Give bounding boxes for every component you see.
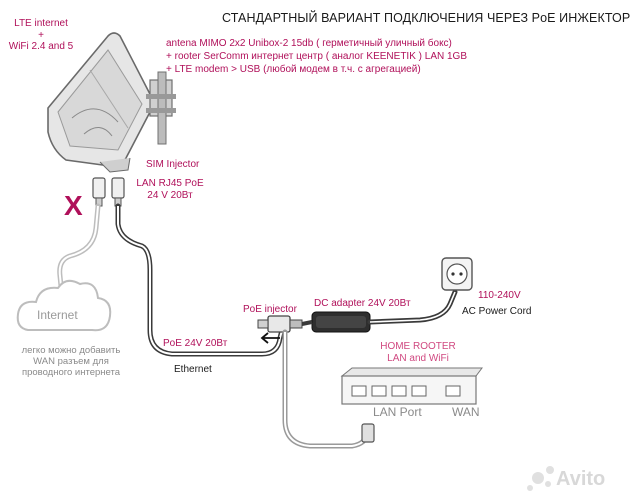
lte-wifi-label: LTE internet + WiFi 2.4 and 5 — [6, 18, 76, 53]
poe-cable-label: PoE 24V 20Вт — [163, 338, 228, 349]
antenna-spec-line-2: + rooter SerComm интернет центр ( аналог… — [166, 51, 468, 62]
antenna-spec-line-1: antena MIMO 2x2 Unibox-2 15db ( герметич… — [166, 38, 452, 49]
lan-rj45-label: LAN RJ45 PoE — [136, 178, 204, 189]
poe-injector-device — [257, 315, 303, 333]
antenna-unit — [47, 32, 155, 173]
lte-label: LTE internet — [14, 18, 68, 29]
dc-adapter-label: DC adapter 24V 20Вт — [314, 298, 411, 309]
ethernet-plug — [361, 423, 375, 443]
poe-cable — [115, 203, 285, 357]
wall-socket — [441, 257, 473, 291]
home-router-label: HOME ROOTER LAN and WiFi — [368, 341, 468, 364]
wan-note-line-3: проводного интернета — [21, 366, 121, 378]
ethernet-label: Ethernet — [174, 364, 212, 375]
wan-note: легко можно добавить WAN разъем для пров… — [6, 345, 136, 379]
wan-note-line-2: WAN разъем для — [33, 355, 109, 367]
ac-cord-label: AC Power Cord — [462, 306, 532, 317]
blocked-x-mark: X — [64, 190, 83, 221]
internet-cloud — [16, 279, 112, 332]
sim-injector-label: SIM Injector — [146, 159, 200, 170]
dc-cable — [301, 320, 313, 326]
home-router-subtitle: LAN and WiFi — [387, 352, 449, 364]
poe-injector-label: PoE injector — [243, 304, 297, 315]
wifi-label: WiFi 2.4 and 5 — [8, 41, 74, 52]
antenna-spec-line-3: + LTE modem > USB (любой модем в т.ч. с … — [166, 64, 421, 75]
wan-note-line-1: легко можно добавить — [21, 345, 121, 356]
direction-arrow — [260, 332, 280, 344]
home-router-title: HOME ROOTER — [380, 341, 456, 352]
voltage-label: 110-240V — [478, 290, 521, 301]
antenna-connectors — [92, 177, 125, 207]
lan-port-label: LAN Port — [373, 405, 422, 419]
watermark-logo — [527, 466, 554, 491]
home-router-device — [340, 367, 483, 405]
lan-poe-label: LAN RJ45 PoE 24 V 20Вт — [128, 178, 212, 201]
plus-label: + — [38, 29, 44, 41]
mast-bracket — [146, 71, 176, 145]
internet-label: Internet — [37, 308, 78, 322]
page-title: СТАНДАРТНЫЙ ВАРИАНТ ПОДКЛЮЧЕНИЯ ЧЕРЕЗ Po… — [222, 11, 631, 25]
wan-port-label: WAN — [452, 405, 480, 419]
watermark-text: Avito — [556, 468, 606, 490]
poe-power-label: 24 V 20Вт — [147, 189, 193, 201]
